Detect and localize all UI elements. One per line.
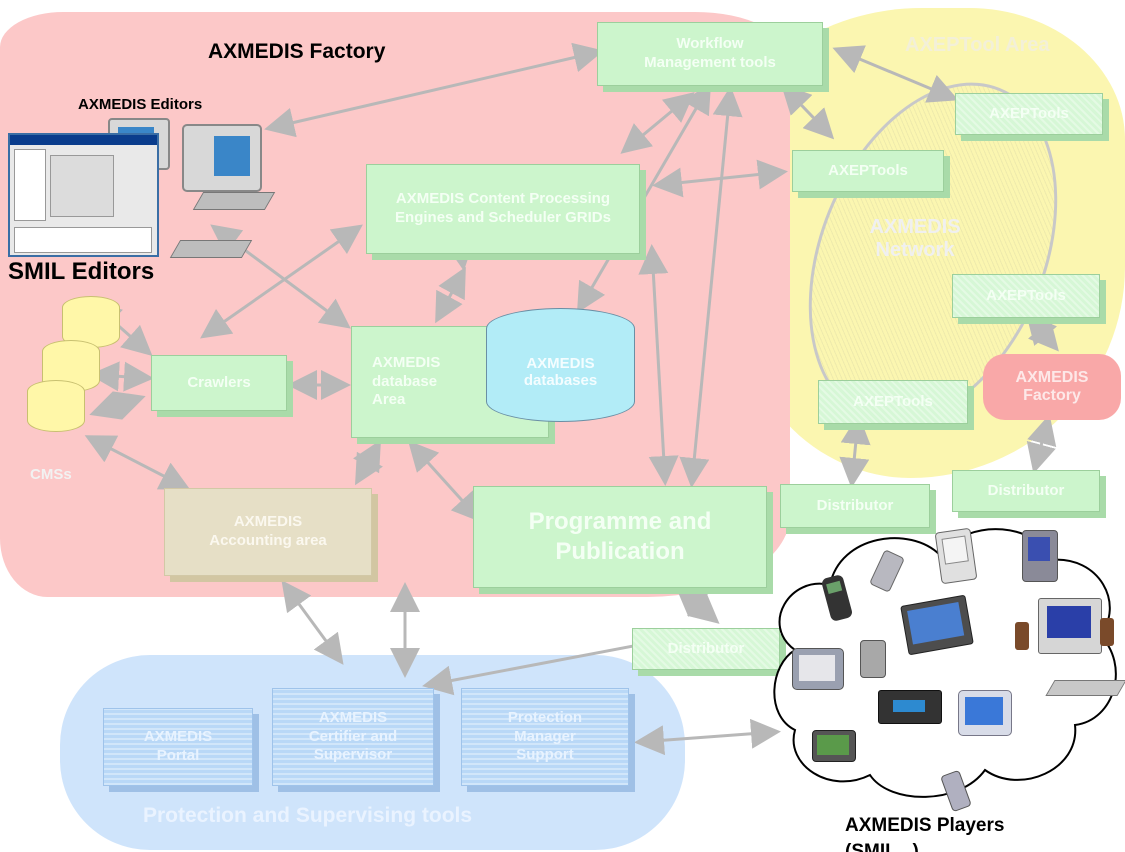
palm-pda-icon <box>860 640 886 678</box>
distributor-label-1: Distributor <box>816 496 894 514</box>
remote-factory-box[interactable]: AXMEDIS Factory <box>983 354 1121 420</box>
distributor-label-2: Distributor <box>987 481 1065 499</box>
certifier-box[interactable]: AXMEDIS Certifier and Supervisor <box>272 688 434 786</box>
workflow-management-box[interactable]: Workflow Management tools <box>597 22 823 86</box>
cms-database-icon-1 <box>62 296 120 348</box>
desktop-pc-icon <box>1038 598 1102 654</box>
smil-editor-window <box>8 133 159 257</box>
keyboard-icon-3 <box>1045 680 1125 696</box>
distributor-box-2[interactable]: Distributor <box>952 470 1100 512</box>
axeptools-label-4: AXEPTools <box>853 392 933 410</box>
axeptools-label-1: AXEPTools <box>989 104 1069 122</box>
axeptools-box-2[interactable]: AXEPTools <box>792 150 944 192</box>
portal-label: AXMEDIS Portal <box>143 728 213 764</box>
protection-manager-box[interactable]: Protection Manager Support <box>461 688 629 786</box>
axeptool-area-title: AXEPTool Area <box>905 34 1050 56</box>
car-radio-icon <box>878 690 942 724</box>
players-title: AXMEDIS Players (SMIL...) <box>845 815 1005 852</box>
distributor-label-3: Distributor <box>667 639 745 657</box>
keyboard-icon <box>192 192 276 210</box>
axeptools-box-1[interactable]: AXEPTools <box>955 93 1103 135</box>
accounting-area-box[interactable]: AXMEDIS Accounting area <box>164 488 372 576</box>
programme-label: Programme and Publication <box>528 508 712 565</box>
database-area-label: AXMEDIS database Area <box>372 353 441 409</box>
pda-icon <box>934 527 978 585</box>
crawlers-label: Crawlers <box>187 373 251 391</box>
imac-icon <box>958 690 1012 736</box>
portable-tv-icon <box>812 730 856 762</box>
distributor-box-1[interactable]: Distributor <box>780 484 930 528</box>
protection-manager-label: Protection Manager Support <box>507 708 583 764</box>
workflow-label: Workflow Management tools <box>644 35 776 71</box>
programme-publication-box[interactable]: Programme and Publication <box>473 486 767 588</box>
axeptools-label-3: AXEPTools <box>986 286 1066 304</box>
keyboard-icon-2 <box>169 240 253 258</box>
computer-monitor-icon-2 <box>182 124 262 192</box>
certifier-label: AXMEDIS Certifier and Supervisor <box>308 708 398 764</box>
axeptools-box-4[interactable]: AXEPTools <box>818 380 968 424</box>
crawlers-box[interactable]: Crawlers <box>151 355 287 411</box>
factory-title: AXMEDIS Factory <box>208 40 386 63</box>
axmedis-editors-label: AXMEDIS Editors <box>78 96 203 113</box>
smil-editors-label: SMIL Editors <box>8 258 155 285</box>
distributor-box-3[interactable]: Distributor <box>632 628 780 670</box>
network-title: AXMEDIS Network <box>860 216 970 262</box>
protection-title: Protection and Supervising tools <box>143 804 473 827</box>
handheld-player-icon <box>792 648 844 690</box>
cms-database-icon-3 <box>27 380 85 432</box>
accounting-label: AXMEDIS Accounting area <box>209 513 327 549</box>
players-cloud <box>773 528 1117 798</box>
pocket-pc-icon <box>1022 530 1058 582</box>
content-processing-box[interactable]: AXMEDIS Content Processing Engines and S… <box>366 164 640 254</box>
speaker-icon <box>1015 622 1029 650</box>
axeptools-label-2: AXEPTools <box>828 161 908 179</box>
axeptools-box-3[interactable]: AXEPTools <box>952 274 1100 318</box>
cmss-label: CMSs <box>30 466 72 483</box>
speaker-icon-2 <box>1100 618 1114 646</box>
databases-cylinder[interactable]: AXMEDIS databases <box>486 308 635 422</box>
portal-box[interactable]: AXMEDIS Portal <box>103 708 253 786</box>
remote-factory-label: AXMEDIS Factory <box>1015 369 1089 404</box>
content-processing-label: AXMEDIS Content Processing Engines and S… <box>395 190 611 226</box>
network-label: AXMEDIS Network <box>869 216 961 261</box>
databases-label: AXMEDIS databases <box>523 355 598 389</box>
